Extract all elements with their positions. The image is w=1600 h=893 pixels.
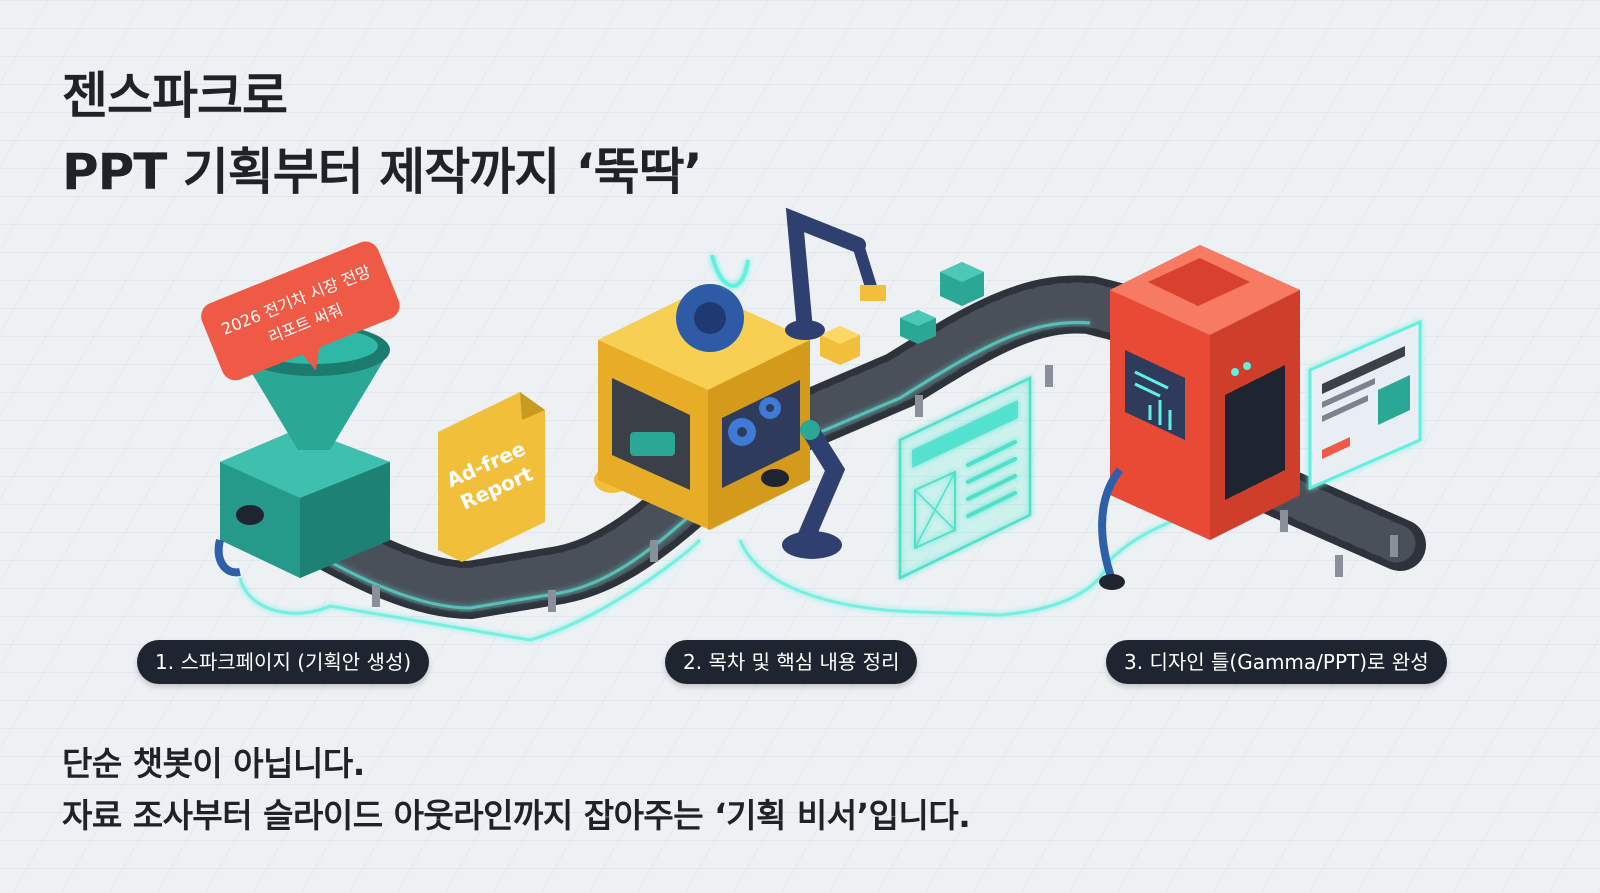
robot-arm-top xyxy=(785,207,886,340)
robot-arm-bottom xyxy=(782,420,846,559)
footer-text: 단순 챗봇이 아닙니다. 자료 조사부터 슬라이드 아웃라인까지 잡아주는 ‘기… xyxy=(62,738,971,842)
report-document: Ad-free Report xyxy=(438,392,545,562)
step-label-1: 1. 스파크페이지 (기획안 생성) xyxy=(137,640,430,684)
footer-line-2: 자료 조사부터 슬라이드 아웃라인까지 잡아주는 ‘기획 비서’입니다. xyxy=(62,796,971,835)
title-line-1: 젠스파크로 xyxy=(62,67,288,125)
output-slide xyxy=(1308,319,1422,491)
step-label-2: 2. 목차 및 핵심 내용 정리 xyxy=(665,640,918,684)
outline-hologram xyxy=(898,376,1032,580)
processing-machine xyxy=(598,254,810,530)
design-machine xyxy=(1098,245,1300,590)
footer-line-1: 단순 챗봇이 아닙니다. xyxy=(62,744,365,783)
page-title: 젠스파크로 PPT 기획부터 제작까지 ‘뚝딱’ xyxy=(62,58,703,210)
step-label-3: 3. 디자인 틀(Gamma/PPT)로 완성 xyxy=(1106,640,1447,684)
title-line-2: PPT 기획부터 제작까지 ‘뚝딱’ xyxy=(62,143,703,201)
